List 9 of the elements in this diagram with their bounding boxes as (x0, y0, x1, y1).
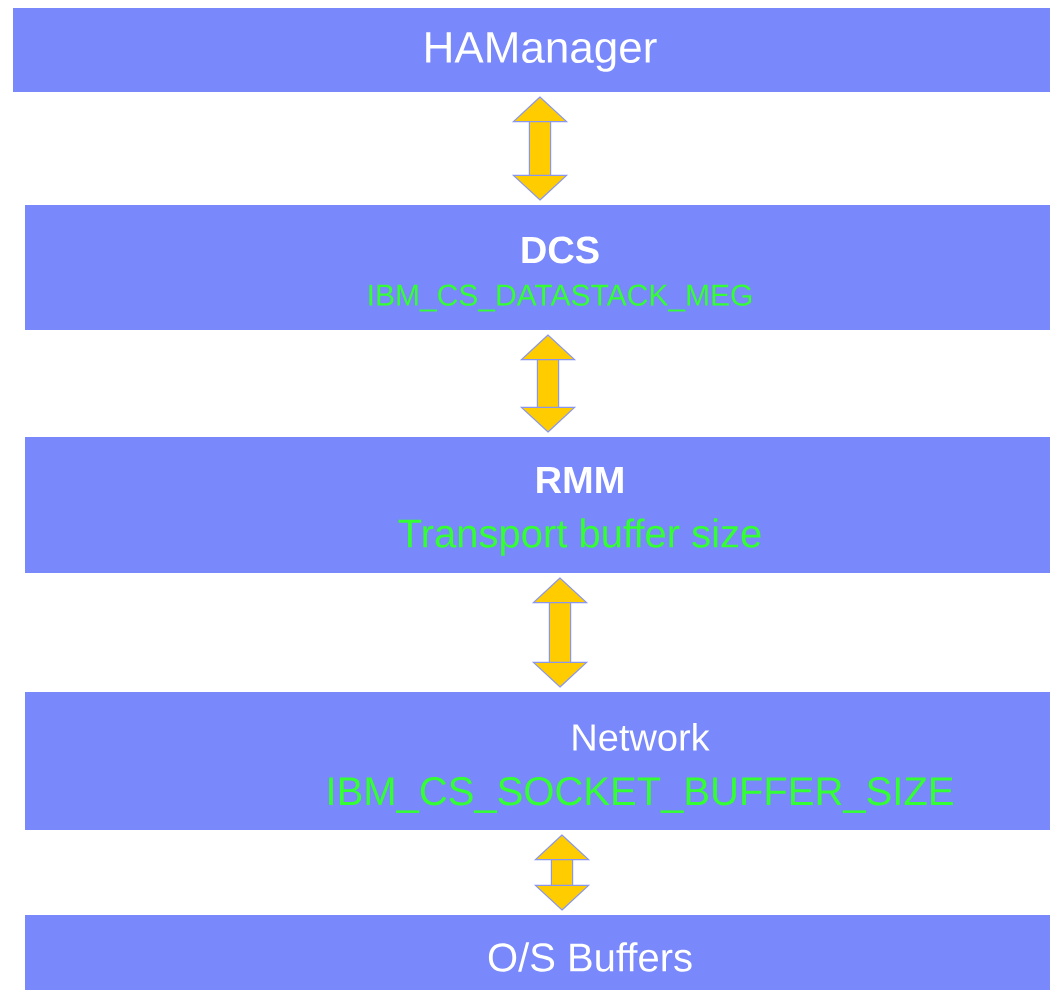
double-arrow (533, 834, 591, 911)
layer-band: HAManager (13, 8, 1050, 92)
layer-band: RMM Transport buffer size (25, 437, 1050, 573)
double-arrow (519, 334, 577, 433)
double-arrow (531, 577, 589, 688)
layer-band: Network IBM_CS_SOCKET_BUFFER_SIZE (25, 692, 1050, 830)
double-arrow (511, 96, 569, 201)
layer-band: O/S Buffers (25, 915, 1050, 990)
layer-band: DCS IBM_CS_DATASTACK_MEG (25, 205, 1050, 330)
